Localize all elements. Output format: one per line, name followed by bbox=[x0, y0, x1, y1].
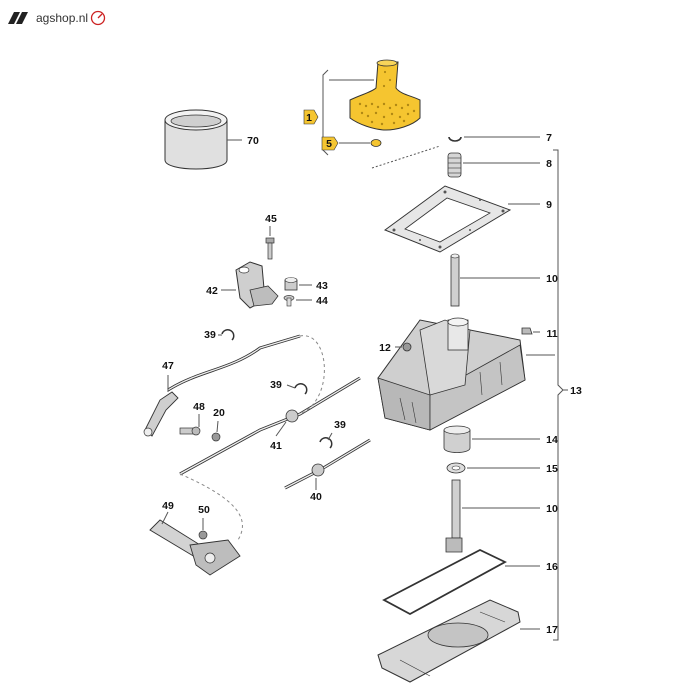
label-10-lower: 10 bbox=[546, 503, 558, 515]
label-48: 48 bbox=[193, 401, 205, 413]
bolt-part-48 bbox=[179, 414, 201, 436]
base-plate-part-17 bbox=[377, 599, 540, 683]
label-9: 9 bbox=[546, 199, 552, 211]
label-39-c: 39 bbox=[334, 419, 346, 431]
label-16: 16 bbox=[546, 561, 558, 573]
label-1: 1 bbox=[306, 112, 312, 124]
label-15: 15 bbox=[546, 463, 558, 475]
label-10-upper: 10 bbox=[546, 273, 558, 285]
label-39-b: 39 bbox=[270, 379, 282, 391]
label-13: 13 bbox=[570, 385, 582, 397]
brand-logo: agshop.nl bbox=[8, 10, 106, 26]
label-42: 42 bbox=[206, 285, 218, 297]
label-7: 7 bbox=[546, 132, 552, 144]
label-40: 40 bbox=[310, 491, 322, 503]
shaft-part-10-lower bbox=[445, 479, 540, 553]
circlip-part-7 bbox=[448, 136, 540, 142]
clip-part-11 bbox=[521, 327, 540, 335]
bushing-part-43 bbox=[284, 277, 312, 291]
label-20: 20 bbox=[213, 407, 225, 419]
cable-part-40 bbox=[284, 438, 371, 490]
shift-housing bbox=[377, 317, 555, 431]
gear-knob-part bbox=[349, 59, 421, 131]
sleeve-part-70 bbox=[164, 109, 242, 170]
bushing-part-14 bbox=[443, 425, 540, 453]
label-44: 44 bbox=[316, 295, 328, 307]
washer-part-15 bbox=[446, 462, 540, 474]
label-14: 14 bbox=[546, 434, 558, 446]
label-marker-5 bbox=[321, 136, 339, 151]
nut-part-20 bbox=[211, 420, 221, 442]
label-39-a: 39 bbox=[204, 329, 216, 341]
lever-part-49 bbox=[149, 511, 241, 576]
group-bracket-13 bbox=[553, 149, 568, 641]
gasket-plate-part-9 bbox=[383, 185, 540, 253]
leaders-39 bbox=[218, 334, 333, 441]
cable-part-41 bbox=[167, 334, 361, 541]
nut-part-50 bbox=[198, 518, 208, 540]
label-17: 17 bbox=[546, 624, 558, 636]
label-8: 8 bbox=[546, 158, 552, 170]
brand-text: agshop.nl bbox=[36, 11, 89, 25]
bracket-1-5 bbox=[322, 69, 441, 169]
vw-logo-icon bbox=[8, 12, 28, 24]
label-marker-1 bbox=[303, 109, 319, 125]
label-12: 12 bbox=[379, 342, 391, 354]
label-45: 45 bbox=[265, 213, 277, 225]
speedometer-icon bbox=[90, 10, 106, 26]
bolt-part-44 bbox=[283, 295, 312, 307]
bolt-part-45 bbox=[265, 226, 275, 260]
label-70: 70 bbox=[247, 135, 259, 147]
bracket-part-42 bbox=[221, 261, 279, 309]
label-41: 41 bbox=[270, 440, 282, 452]
shaft-part-10-upper bbox=[450, 253, 540, 307]
label-11: 11 bbox=[546, 328, 557, 340]
label-47: 47 bbox=[162, 360, 174, 372]
lever-part-47 bbox=[143, 375, 179, 437]
label-49: 49 bbox=[162, 500, 174, 512]
gasket-part-16 bbox=[382, 548, 540, 616]
label-50: 50 bbox=[198, 504, 210, 516]
clip-part-5 bbox=[370, 139, 382, 147]
label-43: 43 bbox=[316, 280, 328, 292]
nut-part-12 bbox=[395, 342, 412, 352]
spring-part-8 bbox=[447, 152, 540, 178]
label-5: 5 bbox=[326, 138, 332, 150]
